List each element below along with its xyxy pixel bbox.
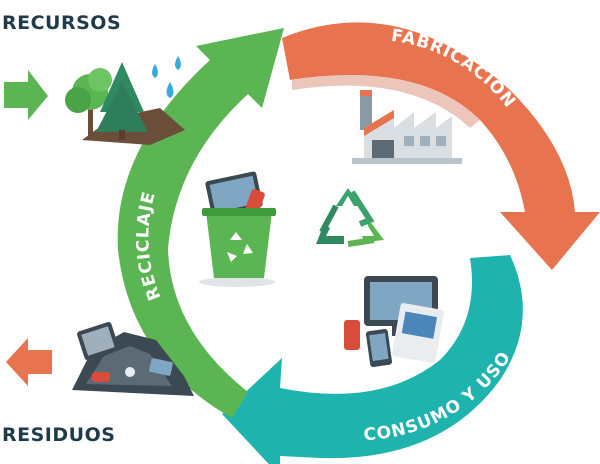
manufacturing-arc [282, 22, 600, 270]
trees-soil-water-icon [65, 56, 185, 145]
waste-label: RESIDUOS [2, 424, 116, 446]
consumption-arc [222, 255, 523, 464]
input-arrow-icon [4, 70, 48, 120]
recycle-symbol-icon [316, 188, 384, 247]
resources-label: RECURSOS [2, 12, 122, 34]
factory-icon [352, 90, 462, 164]
output-arrow-icon [6, 338, 52, 386]
recycle-bin-icon [199, 171, 276, 287]
waste-pile-icon [72, 321, 194, 396]
electronics-icon [344, 276, 444, 367]
